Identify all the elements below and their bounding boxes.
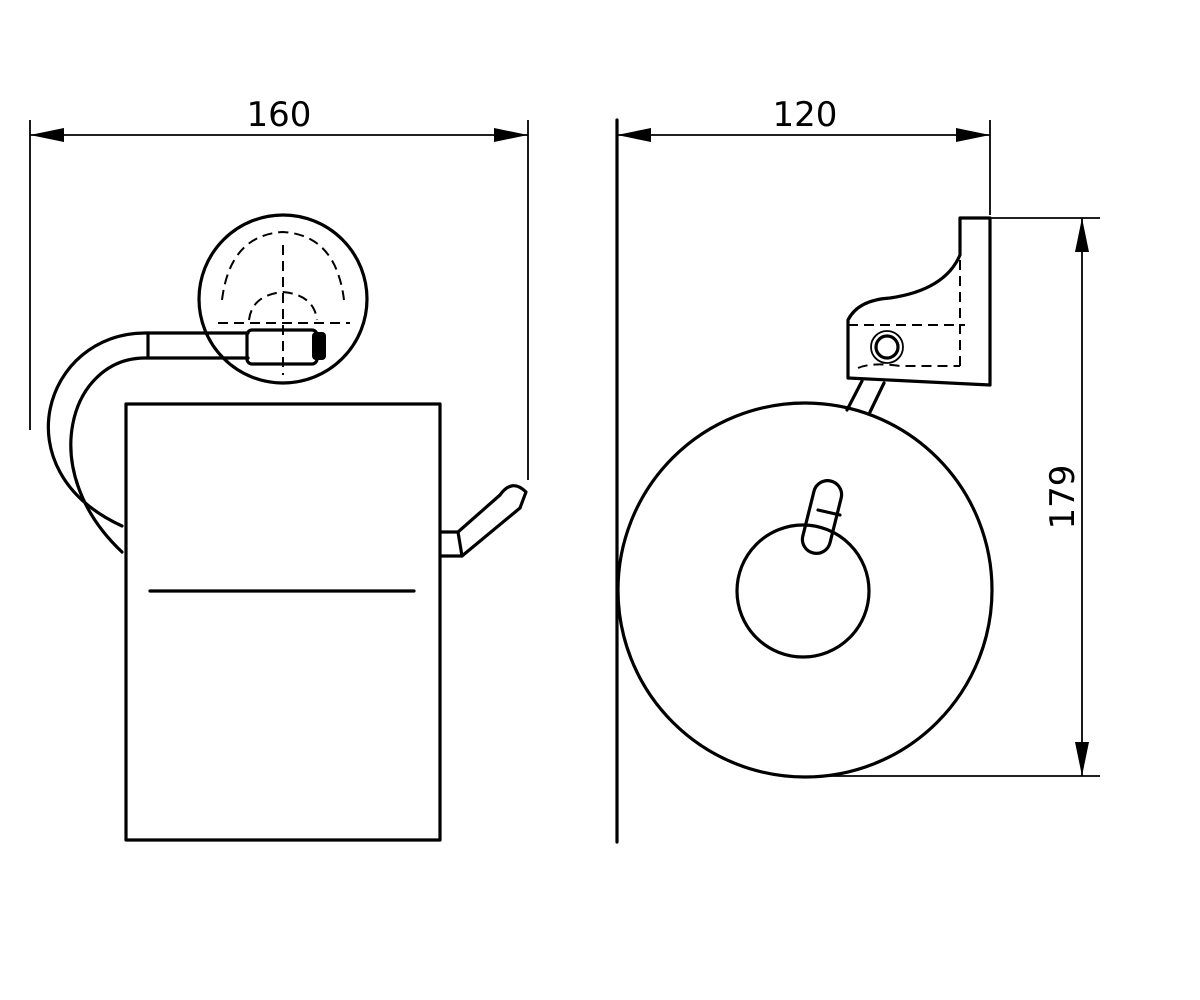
- width-dimension-label: 160: [247, 95, 312, 135]
- side-view: 120 179: [615, 95, 1100, 844]
- paper-roll-side: [616, 401, 994, 779]
- width-dimension: 160: [29, 95, 529, 480]
- paper-roll-front: [124, 402, 442, 842]
- wall-mount-rosette: [197, 213, 369, 385]
- curved-arm: [46, 331, 250, 554]
- depth-dimension-label: 120: [773, 95, 838, 135]
- front-view: 160: [29, 95, 529, 842]
- depth-dimension: 120: [617, 95, 991, 215]
- height-dimension-label: 179: [1043, 465, 1083, 530]
- bracket-arm: [845, 379, 886, 414]
- height-dimension: 179: [820, 217, 1100, 777]
- spindle-pin: [800, 479, 844, 555]
- roll-stop-pin: [439, 484, 528, 558]
- roll-core: [735, 523, 871, 659]
- wall-bracket-side: [846, 216, 992, 387]
